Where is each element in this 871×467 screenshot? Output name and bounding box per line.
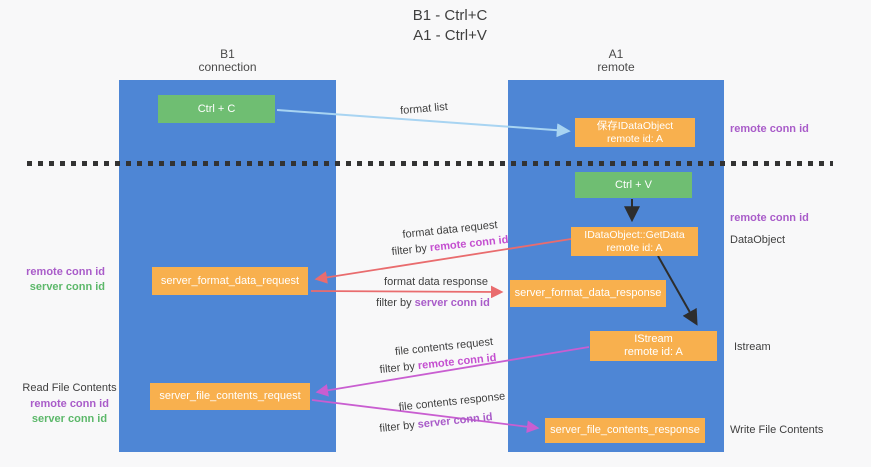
- server-format-data-request-label: server_format_data_request: [160, 274, 300, 287]
- left-server-conn-id-1: server conn id: [29, 281, 105, 293]
- server-format-data-response-label: server_format_data_response: [514, 287, 662, 299]
- istream-box: IStream remote id: A: [590, 331, 717, 361]
- format-response-arrow: [310, 285, 504, 299]
- read-file-contents-label: Read File Contents: [22, 382, 117, 394]
- istream-line2: remote id: A: [624, 346, 683, 358]
- right-column-header: A1 remote: [508, 48, 724, 74]
- filter-prefix-4: filter by: [378, 419, 416, 435]
- getdata-box: IDataObject::GetData remote id: A: [571, 227, 698, 256]
- server-file-contents-response-label: server_file_contents_response: [550, 424, 700, 436]
- istream-line1: IStream: [634, 333, 673, 345]
- format-data-response-label: format data response: [384, 276, 488, 288]
- filter-prefix-1: filter by: [391, 242, 428, 259]
- remote-conn-id-label-top: remote conn id: [730, 123, 809, 135]
- filter-key-4: server conn id: [417, 411, 494, 431]
- left-column-name: B1: [220, 47, 235, 61]
- getdata-line1: IDataObject::GetData: [584, 228, 685, 241]
- getdata-line2: remote id: A: [606, 241, 663, 254]
- format-list-label: format list: [399, 100, 449, 118]
- ctrl-v-box: Ctrl + V: [575, 172, 692, 198]
- ctrl-v-label: Ctrl + V: [615, 178, 652, 191]
- write-file-contents-label: Write File Contents: [730, 424, 824, 436]
- left-remote-conn-id-2: remote conn id: [30, 398, 109, 410]
- ctrl-c-label: Ctrl + C: [197, 102, 236, 115]
- left-remote-conn-id-1: remote conn id: [26, 266, 105, 278]
- phase-divider-dashed-line: [27, 161, 833, 166]
- filter-prefix-3: filter by: [379, 360, 416, 377]
- server-file-contents-response-box: server_file_contents_response: [545, 418, 705, 443]
- istream-side-label: Istream: [734, 341, 771, 353]
- right-column-name: A1: [608, 47, 624, 61]
- filter-key-3: remote conn id: [417, 351, 497, 373]
- left-column-header: B1 connection: [119, 48, 336, 74]
- dataobject-label: DataObject: [730, 234, 786, 246]
- filter-key-2: server conn id: [414, 297, 490, 309]
- server-format-data-response-box: server_format_data_response: [510, 280, 666, 307]
- save-idataobject-line2: remote id: A: [606, 132, 664, 145]
- filter-prefix-2: filter by: [376, 297, 412, 309]
- diagram-title: B1 - Ctrl+C A1 - Ctrl+V: [150, 6, 750, 46]
- save-idataobject-box: 保存IDataObject remote id: A: [575, 118, 695, 147]
- title-line-2: A1 - Ctrl+V: [413, 27, 487, 44]
- left-server-conn-id-2: server conn id: [31, 413, 108, 425]
- save-idataobject-line1: 保存IDataObject: [596, 119, 674, 132]
- server-file-contents-request-box: server_file_contents_request: [150, 383, 310, 410]
- server-file-contents-request-label: server_file_contents_request: [159, 390, 301, 402]
- server-format-data-request-box: server_format_data_request: [152, 267, 308, 295]
- right-column-subtitle: remote: [597, 60, 635, 74]
- remote-conn-id-label-mid: remote conn id: [730, 212, 809, 224]
- title-line-1: B1 - Ctrl+C: [412, 7, 488, 24]
- left-column-subtitle: connection: [198, 60, 257, 74]
- ctrl-c-box: Ctrl + C: [158, 95, 275, 123]
